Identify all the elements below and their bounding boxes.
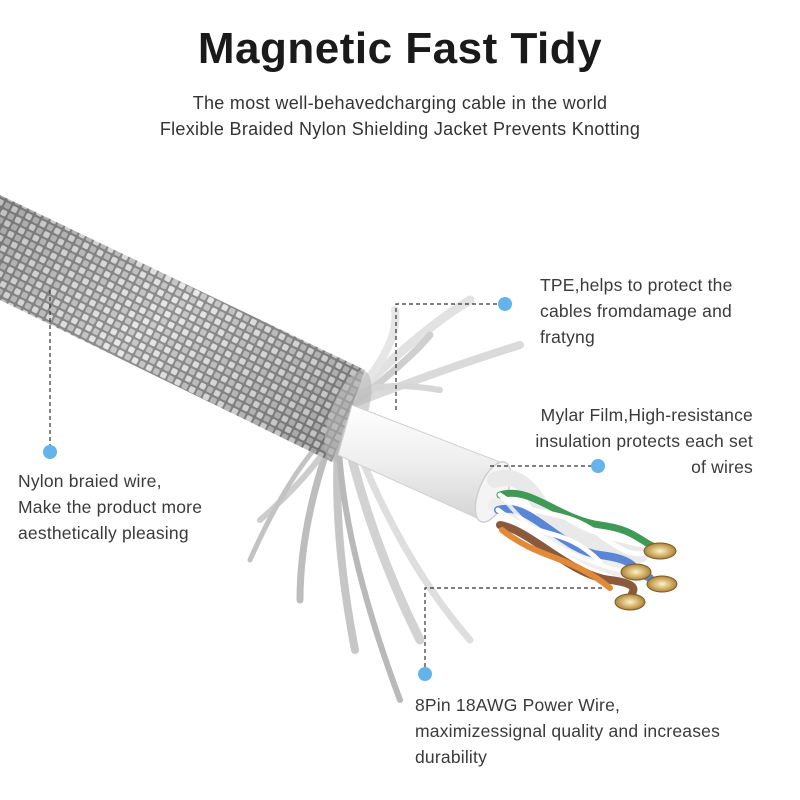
twisted-wires [487, 469, 669, 604]
callout-dots [43, 297, 605, 681]
subtitle-line-2: Flexible Braided Nylon Shielding Jacket … [159, 119, 641, 139]
callout-nylon-line: Nylon braied wire, [18, 471, 162, 491]
page-title: Magnetic Fast Tidy [197, 24, 603, 73]
callout-mylar-line: insulation protects each set [535, 431, 753, 451]
callout-dot-tpe [498, 297, 512, 311]
callout-dot-mylar [591, 459, 605, 473]
callout-nylon-line: Make the product more [18, 497, 203, 517]
callout-power-line: 8Pin 18AWG Power Wire, [415, 695, 621, 715]
braided-sleeve [0, 195, 372, 462]
callout-mylar-line: Mylar Film,High-resistance [540, 405, 753, 425]
callout-leaders [49, 290, 602, 672]
subtitle-line-1: The most well-behavedcharging cable in t… [192, 93, 608, 113]
gold-contacts [614, 542, 678, 611]
callout-power-wire: 8Pin 18AWG Power Wire, maximizessignal q… [415, 692, 720, 770]
callout-mylar: Mylar Film,High-resistance insulation pr… [500, 402, 753, 480]
callout-dot-power [418, 667, 432, 681]
callout-tpe-line: fratyng [540, 327, 595, 347]
callout-dot-nylon [43, 445, 57, 459]
callout-power-line: maximizessignal quality and increases [415, 721, 721, 741]
callout-tpe-line: TPE,helps to protect the [540, 275, 733, 295]
callout-nylon: Nylon braied wire, Make the product more… [18, 468, 202, 546]
callout-nylon-line: aesthetically pleasing [18, 523, 189, 543]
callout-power-line: durability [415, 747, 488, 767]
callout-tpe: TPE,helps to protect the cables fromdama… [540, 272, 733, 350]
callout-tpe-line: cables fromdamage and [540, 301, 732, 321]
callout-mylar-line: of wires [691, 457, 753, 477]
